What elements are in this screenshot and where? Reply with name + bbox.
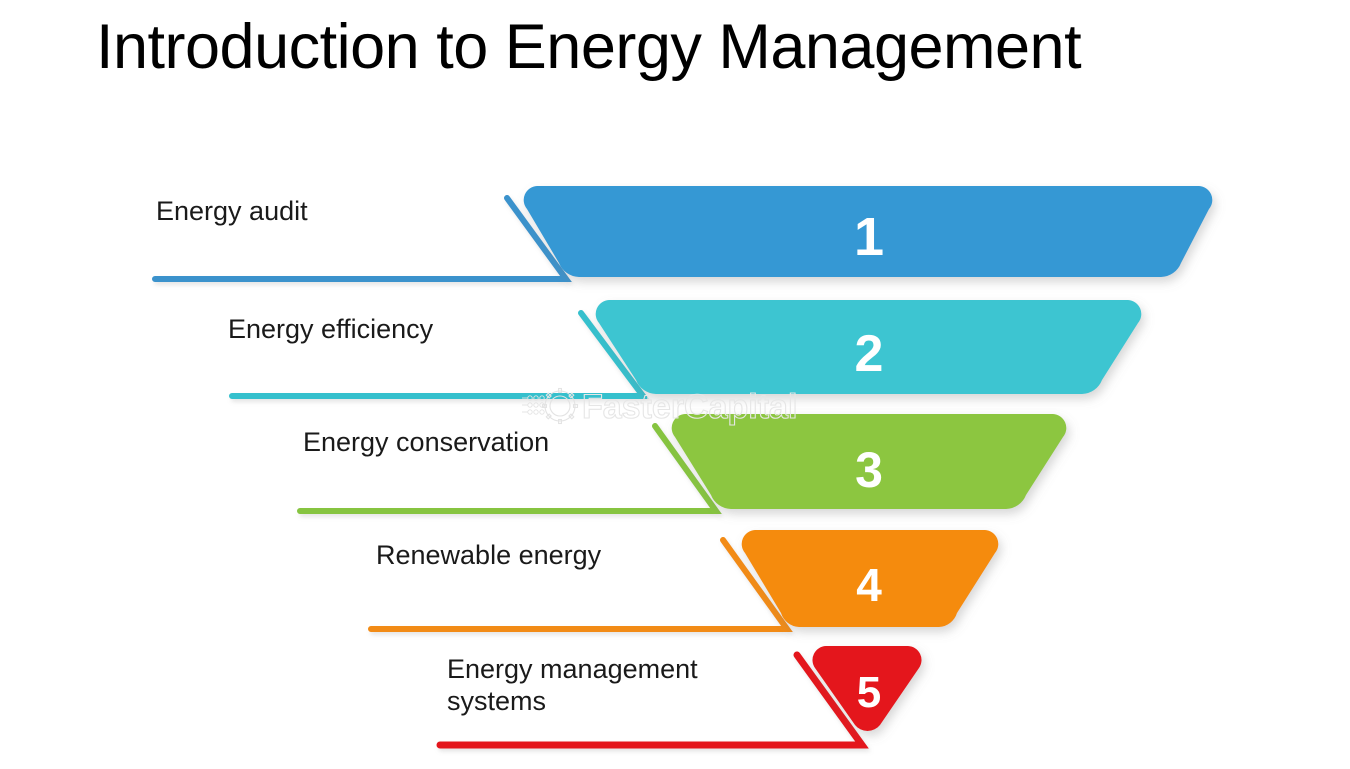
funnel-number-3: 3 — [855, 442, 883, 498]
page-title: Introduction to Energy Management — [96, 12, 1082, 82]
funnel-band-3-shape — [671, 414, 1067, 509]
connector-line-1 — [152, 195, 572, 282]
funnel-label-3: Energy conservation — [303, 427, 550, 457]
funnel-label-5: Energy management systems — [447, 654, 698, 716]
funnel-number-4: 4 — [856, 559, 882, 611]
funnel-number-1: 1 — [854, 207, 884, 267]
funnel-label-2: Energy efficiency — [228, 314, 434, 344]
funnel-label-1: Energy audit — [156, 196, 308, 226]
funnel-band-1[interactable] — [523, 186, 1213, 277]
connector-line-3 — [297, 423, 722, 514]
funnel-label-4: Renewable energy — [376, 540, 602, 570]
funnel-number-5: 5 — [857, 668, 881, 717]
connector-line-2 — [229, 310, 649, 399]
funnel-band-1-shape — [523, 186, 1213, 277]
funnel-number-2: 2 — [855, 325, 884, 383]
funnel-band-2[interactable] — [595, 300, 1142, 394]
funnel-band-5[interactable] — [812, 646, 922, 732]
funnel-band-3[interactable] — [671, 414, 1067, 509]
connector-line-5 — [436, 651, 869, 749]
funnel-band-4-shape — [741, 530, 999, 627]
connector-line-4 — [368, 537, 793, 632]
funnel-band-2-shape — [595, 300, 1142, 394]
funnel-band-4[interactable] — [741, 530, 999, 627]
funnel-band-5-shape — [812, 646, 922, 732]
